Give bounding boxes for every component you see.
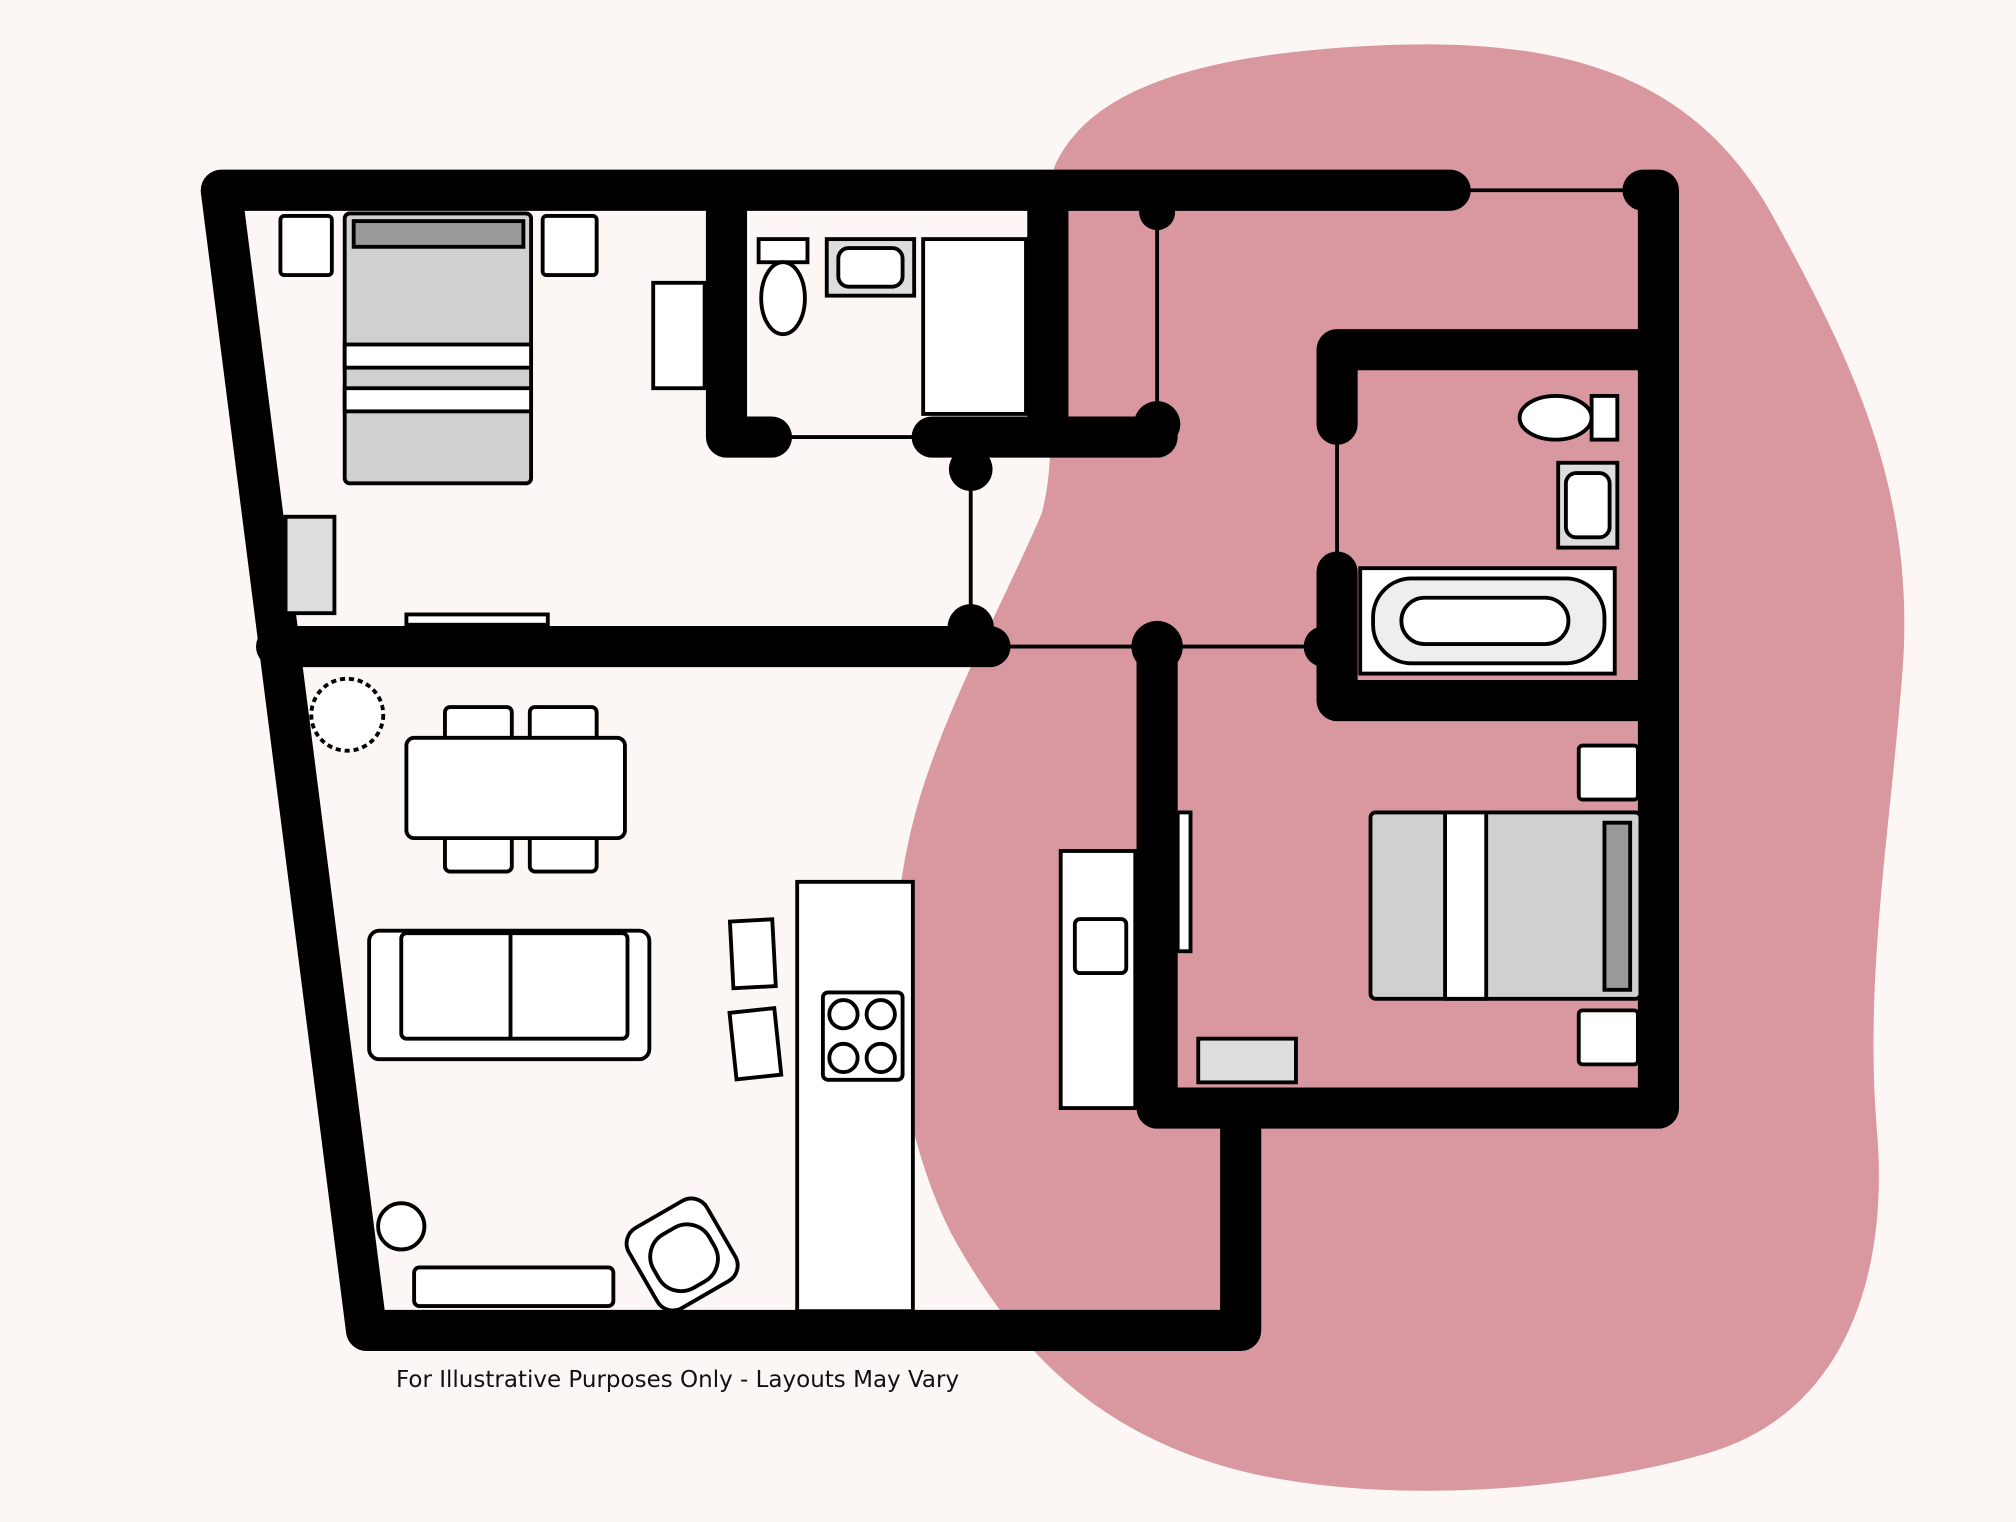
bathroom-sink [1556,460,1620,550]
cushion [727,917,778,991]
walls [200,169,1680,1352]
kitchen-counter [795,879,915,1314]
shelf [404,612,550,627]
wardrobe [1175,810,1193,954]
double-bed-1 [342,211,534,486]
ensuite-toilet [756,237,810,337]
dining-table [404,705,627,874]
door-lines [771,188,1644,649]
vanity [1058,849,1138,1111]
nightstand [278,214,334,278]
wall-junctions [947,194,1345,673]
toilet-bathroom [1517,393,1620,442]
plant [309,676,386,753]
radiator [283,514,337,616]
armchair [624,1196,740,1313]
tv-unit [412,1265,616,1308]
nightstand [540,214,599,278]
cushion [727,1006,784,1082]
disclaimer-caption: For Illustrative Purposes Only - Layouts… [396,1367,960,1393]
dresser [651,280,707,391]
side-table [376,1201,427,1252]
radiator [1196,1036,1298,1085]
double-bed-2 [1368,810,1643,1001]
nightstand [1576,1008,1640,1067]
bathtub [1358,566,1617,676]
ensuite-sink [824,237,917,298]
shower [921,237,1028,416]
nightstand [1576,743,1640,802]
furniture [278,211,1643,1314]
sofa [367,928,652,1062]
